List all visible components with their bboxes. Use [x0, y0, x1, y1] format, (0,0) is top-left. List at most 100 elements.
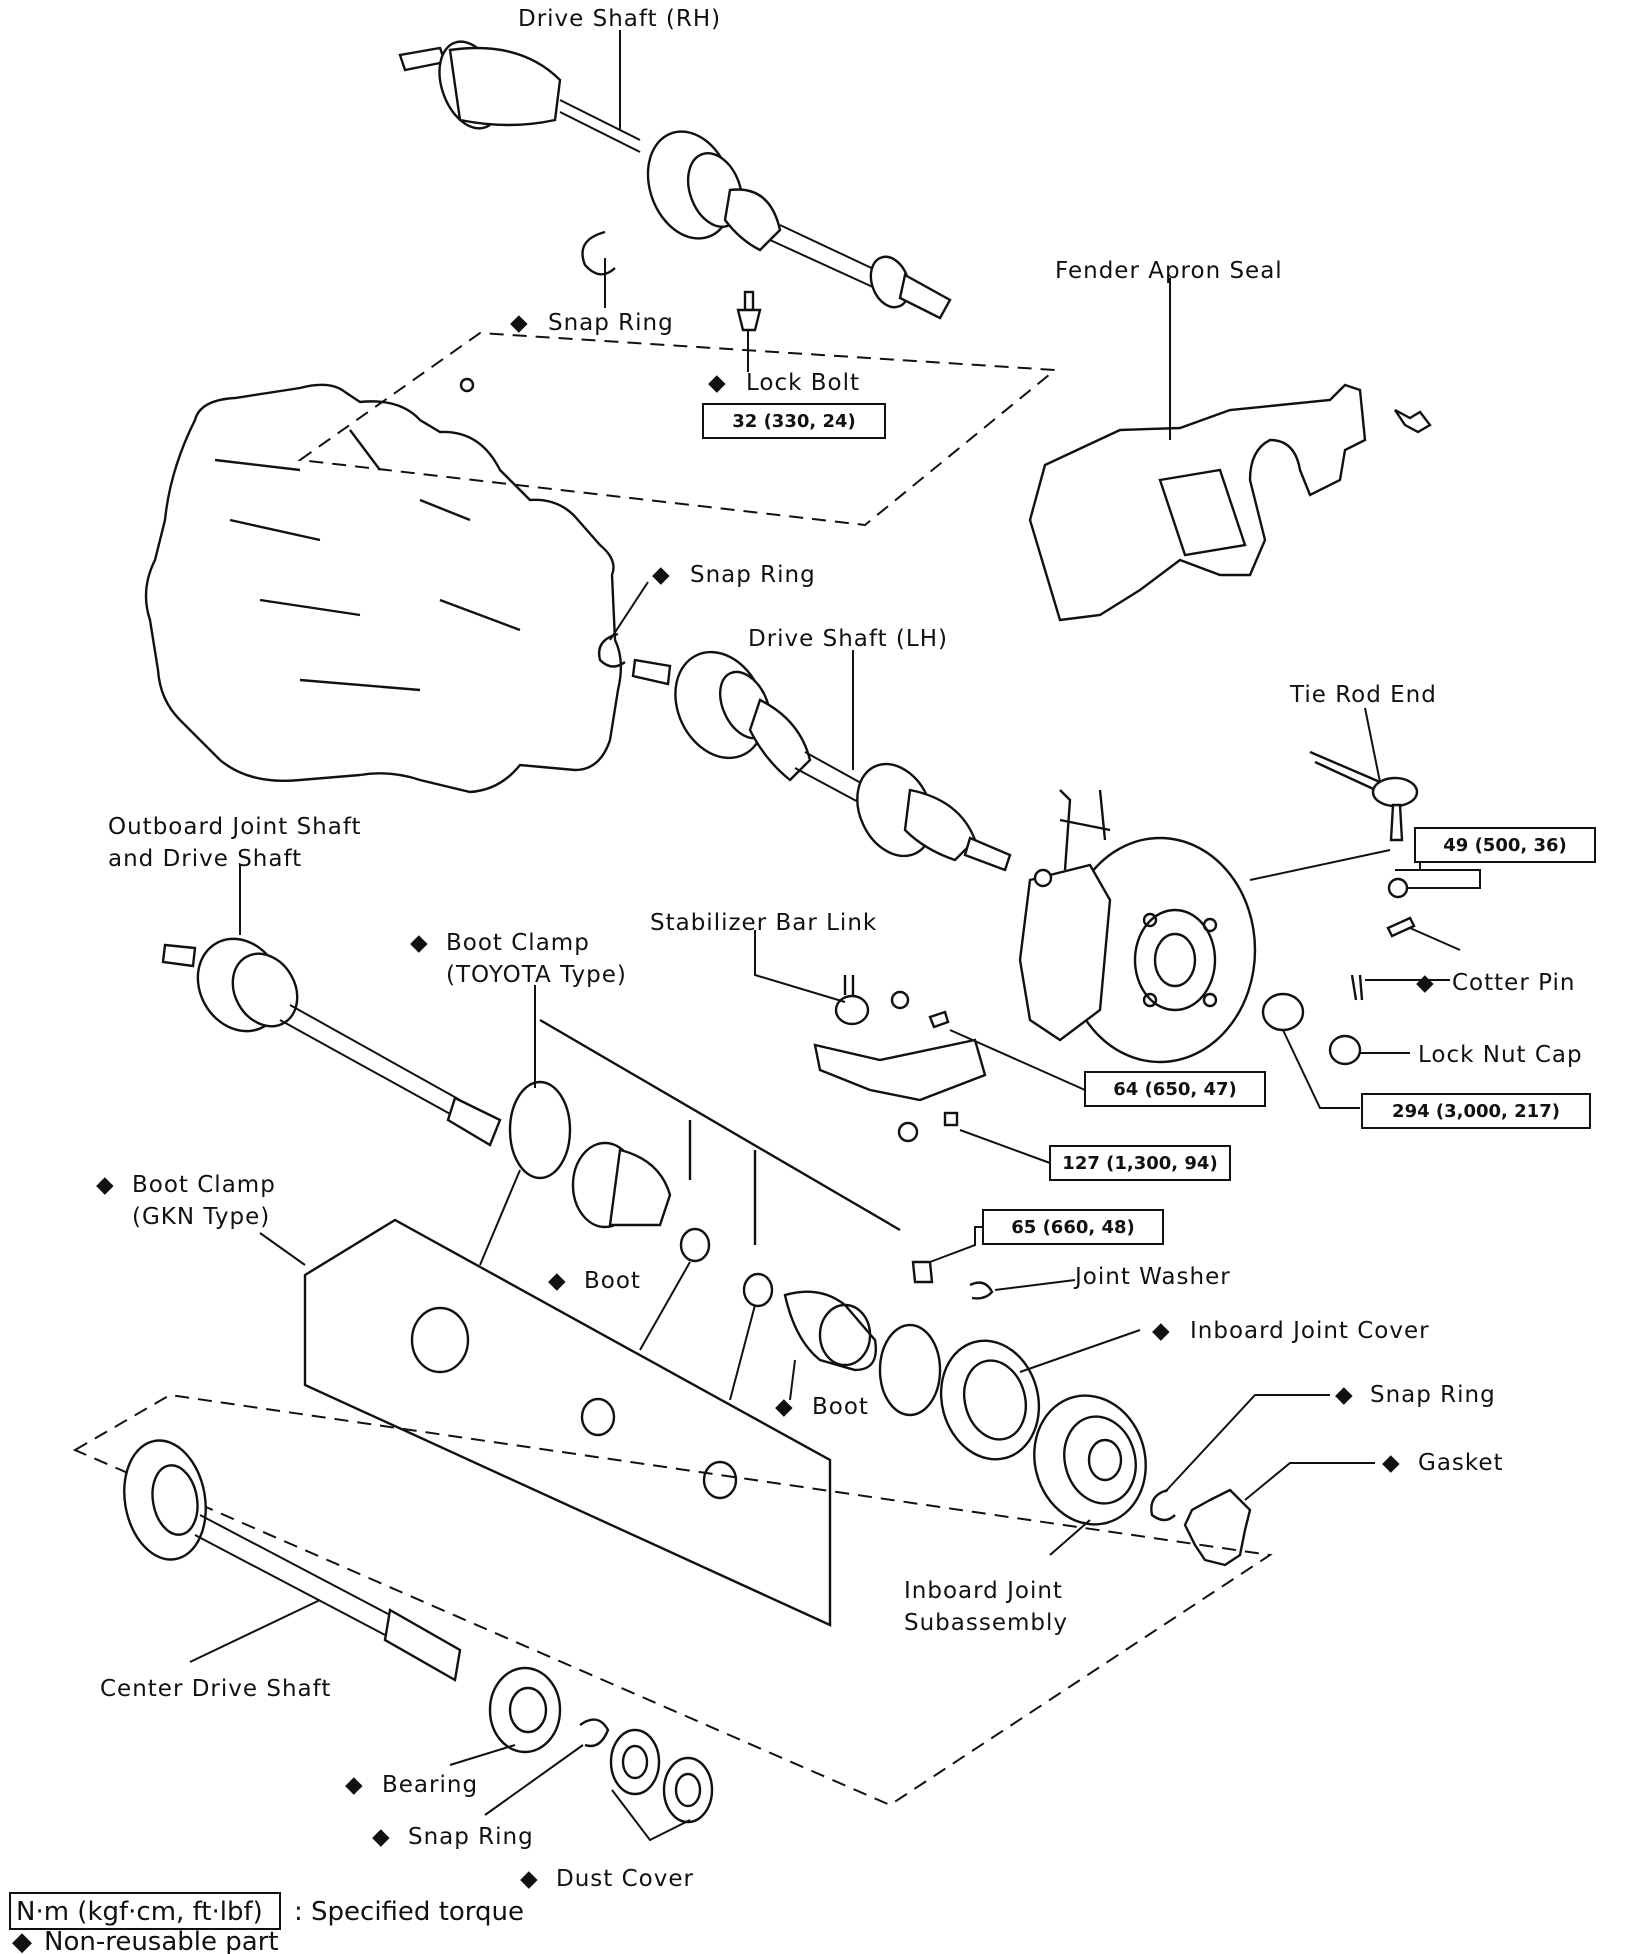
housing-stud: [459, 377, 475, 393]
bearing-part: [488, 1666, 562, 1754]
tie-rod-nut: [1387, 877, 1409, 899]
torque-tie-rod: 49 (500, 36): [1443, 835, 1567, 856]
snap-ring-transmission-part: [597, 632, 626, 668]
label-lock-nut-cap: Lock Nut Cap: [1418, 1042, 1583, 1068]
legend-torque-desc: : Specified torque: [294, 1897, 524, 1927]
label-snap-ring-center: Snap Ring: [408, 1824, 534, 1850]
torque-lower-arm: 127 (1,300, 94): [1062, 1153, 1217, 1174]
cotter-pin-part: [1350, 974, 1364, 1001]
label-boot-clamp-toyota-line2: (TOYOTA Type): [446, 962, 627, 988]
label-boot-2: Boot: [812, 1394, 869, 1420]
label-bearing: Bearing: [382, 1772, 478, 1798]
label-outboard-joint-shaft-line1: Outboard Joint Shaft: [108, 814, 362, 840]
torque-box-lower-arm: 127 (1,300, 94): [1049, 1145, 1231, 1181]
transaxle-housing: [144, 383, 623, 794]
steering-knuckle-assembly: [1018, 789, 1257, 1064]
leader-lines: [189, 30, 1481, 1842]
hub-nut-part: [1261, 992, 1305, 1032]
snap-ring-rh-part: [581, 230, 616, 276]
clamp-guide-lines: [688, 1120, 757, 1245]
fender-apron-seal-part: [1028, 383, 1367, 622]
legend-diamond-icon: ◆: [12, 1927, 32, 1954]
torque-hub-nut: 294 (3,000, 217): [1392, 1101, 1560, 1122]
center-drive-shaft-part: [123, 1439, 462, 1682]
snap-ring-inboard-part: [1150, 1488, 1176, 1522]
center-shaft-group-outline: [72, 1393, 1273, 1807]
gkn-clamp-1: [410, 1306, 470, 1374]
diamond-marker: ◆: [345, 1772, 364, 1798]
label-joint-washer: Joint Washer: [1073, 1264, 1231, 1290]
gkn-clamp-3: [702, 1460, 738, 1500]
tie-rod-end-part: [1309, 750, 1419, 842]
torque-box-stabilizer: 64 (650, 47): [1084, 1071, 1266, 1107]
boot-1-part: [571, 1141, 672, 1229]
gasket-part: [1183, 1488, 1252, 1567]
label-tie-rod-end: Tie Rod End: [1289, 682, 1437, 708]
label-inboard-joint-cover: Inboard Joint Cover: [1190, 1318, 1430, 1344]
diamond-marker: ◆: [96, 1172, 115, 1198]
diamond-marker: ◆: [510, 310, 529, 336]
torque-box-lock-bolt: 32 (330, 24): [702, 403, 886, 439]
diamond-marker: ◆: [708, 370, 727, 396]
legend-non-reusable: Non-reusable part: [44, 1927, 279, 1954]
label-drive-shaft-lh: Drive Shaft (LH): [748, 626, 948, 652]
torque-inboard-bolt: 65 (660, 48): [1011, 1217, 1135, 1238]
outboard-joint-shaft-part: [161, 937, 502, 1147]
transaxle-housing-detail: [214, 429, 521, 692]
rh-shaft-group-outline: [297, 331, 1058, 527]
lock-bolt-part: [736, 290, 762, 332]
label-inboard-subassembly-line2: Subassembly: [904, 1610, 1068, 1636]
diamond-marker: ◆: [1335, 1382, 1354, 1408]
label-lock-bolt: Lock Bolt: [746, 370, 860, 396]
legend-torque-box: [9, 1892, 281, 1930]
torque-stabilizer: 64 (650, 47): [1113, 1079, 1237, 1100]
label-snap-ring-inboard: Snap Ring: [1370, 1382, 1496, 1408]
drive-shaft-rh-drawing: [398, 40, 952, 320]
torque-box-hub-nut: 294 (3,000, 217): [1361, 1093, 1591, 1129]
diamond-marker: ◆: [1416, 970, 1435, 996]
label-boot-clamp-toyota-line1: Boot Clamp: [446, 930, 590, 956]
cotter-pin-small: [1386, 916, 1416, 938]
legend: N·m (kgf·cm, ft·lbf) : Specified torque …: [9, 1892, 524, 1954]
stabilizer-bar-link-part: [813, 975, 987, 1143]
fender-apron-seal-panel: [1158, 468, 1247, 557]
label-dust-cover: Dust Cover: [556, 1866, 694, 1892]
diamond-marker: ◆: [548, 1268, 567, 1294]
fender-seal-clip: [1394, 408, 1432, 434]
boot-2-part: [783, 1290, 877, 1372]
label-snap-ring-rh: Snap Ring: [548, 310, 674, 336]
inboard-joint-cover-part: [939, 1339, 1041, 1461]
toyota-clamp-leader-line: [539, 1018, 901, 1232]
torque-box-tie-rod: 49 (500, 36): [1414, 827, 1596, 863]
label-inboard-subassembly-line1: Inboard Joint: [904, 1578, 1063, 1604]
label-drive-shaft-rh: Drive Shaft (RH): [518, 6, 721, 32]
label-boot-clamp-gkn-line2: (GKN Type): [132, 1204, 270, 1230]
joint-bolt-part: [911, 1260, 934, 1284]
label-outboard-joint-shaft-line2: and Drive Shaft: [108, 846, 302, 872]
small-boot-clamp-1: [679, 1227, 711, 1263]
diamond-marker: ◆: [652, 562, 671, 588]
diamond-marker: ◆: [1152, 1318, 1171, 1344]
label-center-drive-shaft: Center Drive Shaft: [100, 1676, 331, 1702]
label-cotter-pin: Cotter Pin: [1452, 970, 1575, 996]
small-boot-clamp-2: [742, 1272, 774, 1308]
gkn-clamp-2: [580, 1397, 616, 1437]
torque-box-inboard-bolt: 65 (660, 48): [982, 1209, 1164, 1245]
label-stabilizer-bar-link: Stabilizer Bar Link: [650, 910, 877, 936]
label-fender-apron-seal: Fender Apron Seal: [1055, 258, 1283, 284]
diamond-marker: ◆: [372, 1824, 391, 1850]
inboard-joint-subassembly-part: [1033, 1394, 1147, 1526]
lock-nut-cap-part: [1328, 1034, 1362, 1066]
boot-clamp-toyota-part: [508, 1080, 572, 1180]
drive-shaft-lh-drawing: [631, 650, 1012, 872]
label-gasket: Gasket: [1418, 1450, 1504, 1476]
boot-group-panel: [303, 1218, 832, 1627]
label-boot-1: Boot: [584, 1268, 641, 1294]
diamond-marker: ◆: [520, 1866, 539, 1892]
joint-washer-part: [969, 1281, 994, 1300]
label-boot-clamp-gkn-line1: Boot Clamp: [132, 1172, 276, 1198]
diamond-marker: ◆: [775, 1394, 794, 1420]
label-snap-ring-transmission: Snap Ring: [690, 562, 816, 588]
